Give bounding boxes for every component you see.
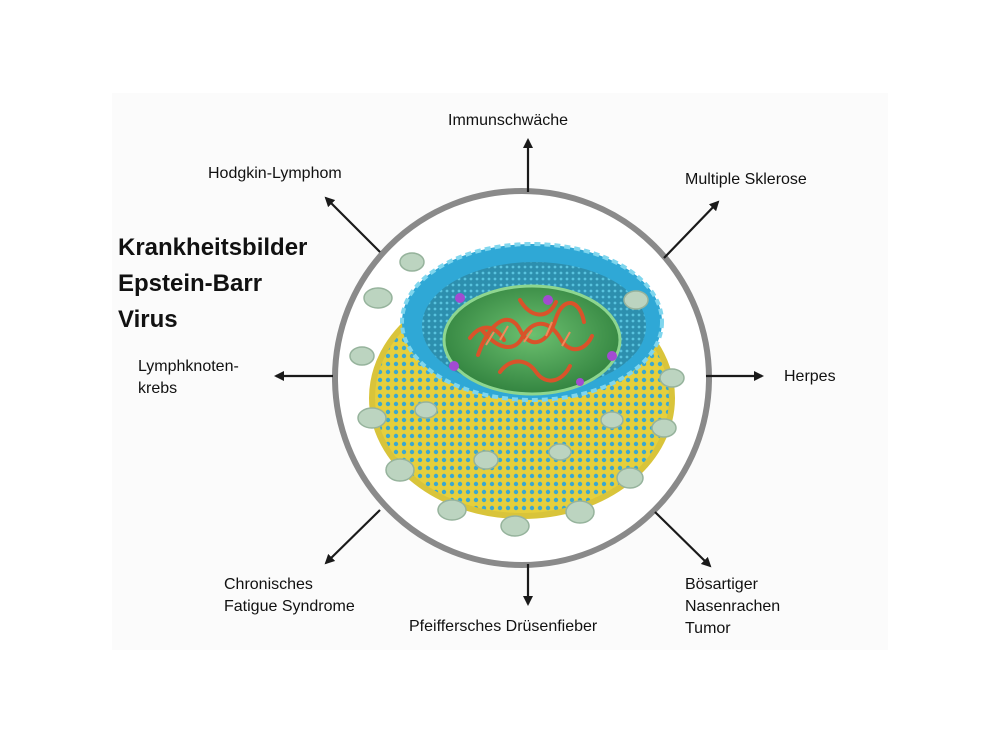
label-pfeiffersches-druesenfieber: Pfeiffersches Drüsenfieber (409, 618, 598, 635)
virus-illustration (349, 242, 685, 537)
label-lymphknotenkrebs-line-1: Lymphknoten- (138, 358, 239, 375)
label-lymphknotenkrebs: Lymphknoten- krebs (138, 356, 239, 400)
diagram-title: Krankheitsbilder Epstein-Barr Virus (118, 230, 307, 338)
label-boesartiger-tumor: Bösartiger Nasenrachen Tumor (685, 574, 780, 640)
label-multiple-sklerose: Multiple Sklerose (685, 171, 807, 188)
title-line-2: Epstein-Barr (118, 270, 263, 297)
arrow-up-right (663, 200, 720, 259)
title-line-3: Virus (118, 306, 178, 333)
title-line-1: Krankheitsbilder (118, 234, 308, 261)
label-boesartiger-line-2: Nasenrachen (685, 598, 781, 615)
label-chronisches-fatigue: Chronisches Fatigue Syndrome (224, 574, 355, 618)
label-boesartiger-line-1: Bösartiger (685, 576, 758, 593)
label-chronisches-line-2: Fatigue Syndrome (224, 598, 355, 615)
label-boesartiger-line-3: Tumor (685, 620, 731, 637)
label-chronisches-line-1: Chronisches (224, 576, 313, 593)
label-herpes: Herpes (784, 368, 836, 385)
arrow-down-left (324, 509, 381, 565)
label-lymphknotenkrebs-line-2: krebs (138, 380, 178, 397)
label-immunschwaeche: Immunschwäche (448, 112, 569, 129)
arrow-up-left (324, 196, 381, 253)
label-hodgkin-lymphom: Hodgkin-Lymphom (208, 165, 342, 182)
arrow-down-right (654, 511, 712, 568)
arrows (274, 138, 764, 606)
